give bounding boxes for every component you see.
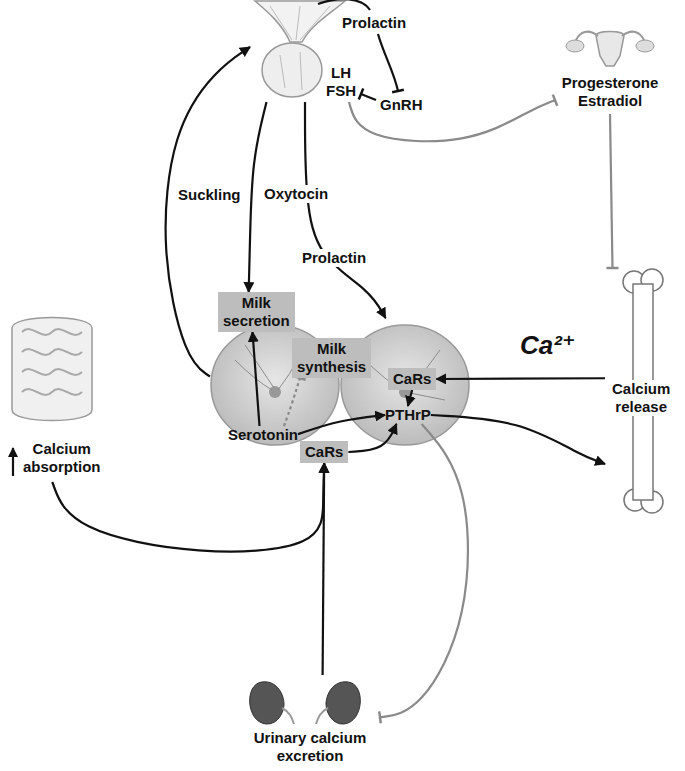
hormone-label: GnRH xyxy=(378,96,425,114)
inhibition-line xyxy=(378,34,398,91)
organ-label: Urinary calcium excretion xyxy=(245,729,375,765)
box-label: CaRs xyxy=(393,370,431,388)
receptor-box: CaRs xyxy=(300,441,348,463)
uterus-illustration xyxy=(566,32,654,67)
arrow-connector xyxy=(436,377,605,380)
inhibition-connector xyxy=(610,114,613,268)
kidney: Urinary calcium excretion xyxy=(240,675,380,769)
arrow-connector xyxy=(253,332,260,426)
box-label: Milk synthesis xyxy=(297,340,366,376)
inhibition-connector xyxy=(380,424,468,717)
feedback-line xyxy=(318,0,370,10)
arrow-connector xyxy=(431,415,605,464)
box-label: Milk secretion xyxy=(223,294,290,330)
intestine: Calcium absorption xyxy=(5,312,110,482)
breast-illustration xyxy=(211,325,469,445)
receptor-box: CaRs xyxy=(388,368,436,390)
organ-label: Serotonin xyxy=(228,426,298,444)
organ-label: Progesterone Estradiol xyxy=(555,74,665,110)
box-label: CaRs xyxy=(305,443,343,461)
edge-label: Suckling xyxy=(176,186,243,204)
arrow-connector xyxy=(52,463,324,552)
organ-label: Calcium release xyxy=(610,380,672,416)
ovary-uterus: Progesterone Estradiol xyxy=(555,22,665,114)
arrow-connector xyxy=(323,463,325,675)
mammary-gland: PTHrP CaRs xyxy=(340,318,470,448)
process-box: Milk synthesis xyxy=(292,338,371,378)
organ-label: PTHrP xyxy=(385,406,431,424)
organ-label: LH FSH xyxy=(326,64,356,100)
arrow-connector xyxy=(298,415,385,434)
increase-arrow xyxy=(12,448,14,476)
bone: Calcium release xyxy=(605,268,680,513)
process-box: Milk secretion xyxy=(218,292,295,332)
arrow-connector xyxy=(408,390,412,406)
inhibition-connector xyxy=(284,378,300,426)
mammary-gland: SerotoninMilk secretionMilk synthesis xyxy=(210,318,340,448)
intestine-illustration xyxy=(12,318,92,421)
edge-label: Ca²⁺ xyxy=(518,330,578,360)
inhibition-line xyxy=(361,94,376,100)
organ-label: Calcium absorption xyxy=(23,440,101,476)
edge-label: Prolactin xyxy=(300,249,368,267)
hormone-label: Prolactin xyxy=(340,14,408,32)
kidney-illustration xyxy=(250,682,361,724)
arrow-connector xyxy=(348,424,396,452)
edge-label: Oxytocin xyxy=(262,185,330,203)
